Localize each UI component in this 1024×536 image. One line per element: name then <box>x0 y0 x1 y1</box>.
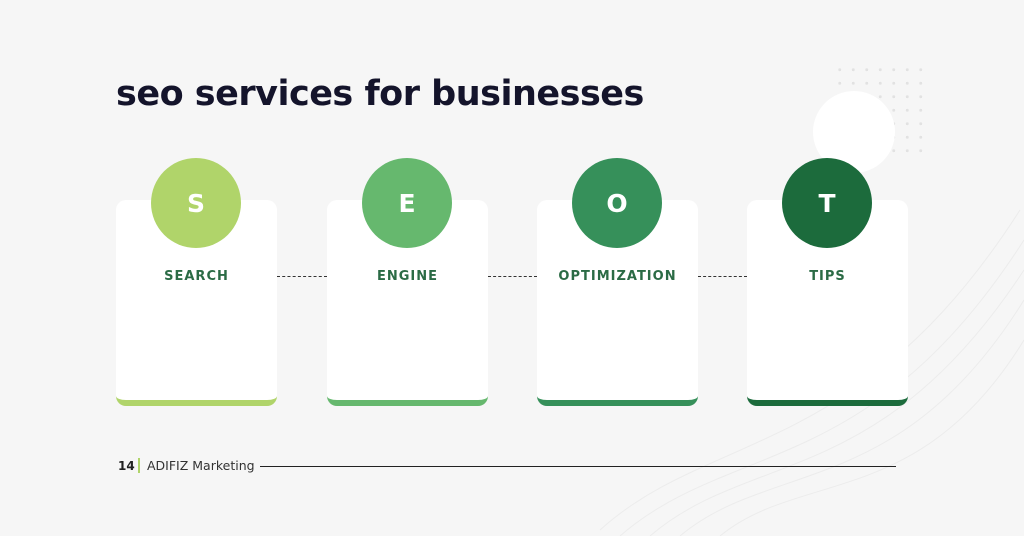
step-card-tips <box>747 200 908 406</box>
footer-rule <box>260 466 896 467</box>
page-number: 14 <box>118 459 135 473</box>
connector-1 <box>277 276 327 277</box>
connector-3 <box>698 276 747 277</box>
step-label: SEARCH <box>164 269 229 284</box>
step-letter-circle: T <box>782 158 872 248</box>
decorative-waves <box>599 209 1024 536</box>
step-label: TIPS <box>809 269 846 284</box>
connector-2 <box>488 276 537 277</box>
step-label: OPTIMIZATION <box>558 269 677 284</box>
step-letter-circle: S <box>151 158 241 248</box>
page-title: seo services for businesses <box>116 74 644 114</box>
step-letter-circle: O <box>572 158 662 248</box>
footer-divider <box>138 458 140 473</box>
step-label: ENGINE <box>376 269 439 284</box>
brand-name: ADIFIZ Marketing <box>147 458 255 473</box>
step-letter-circle: E <box>362 158 452 248</box>
